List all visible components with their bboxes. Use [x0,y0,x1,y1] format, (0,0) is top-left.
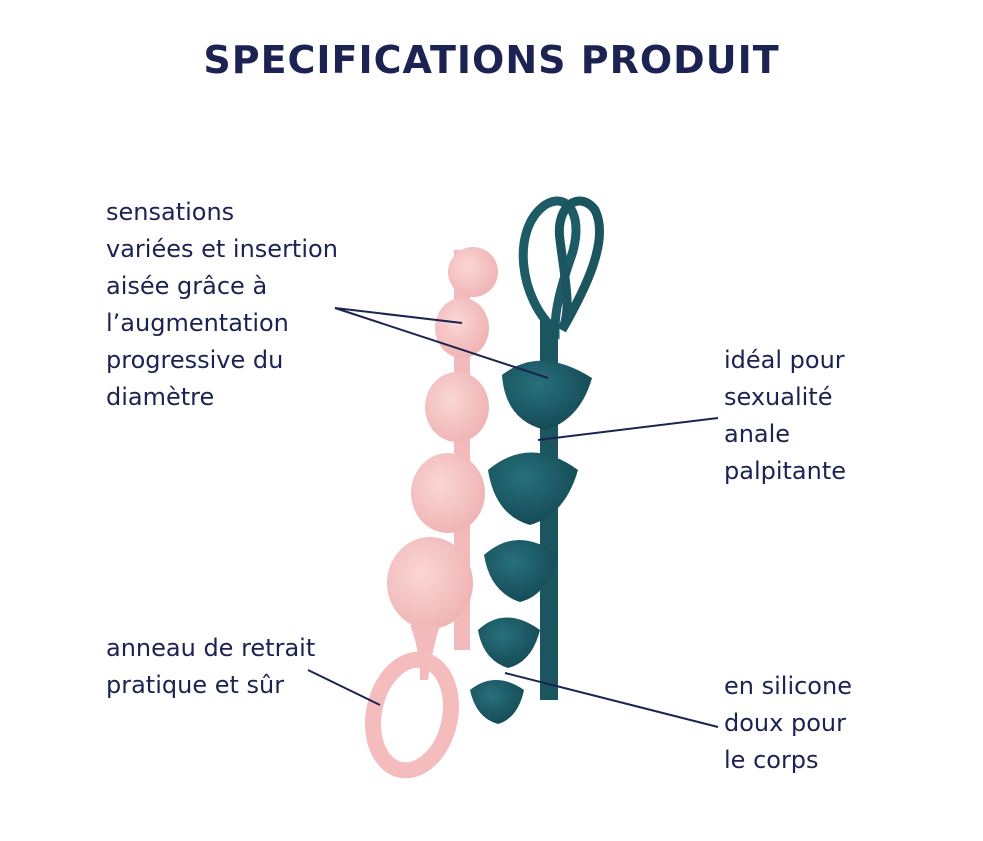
label-silicone: en silicone doux pour le corps [724,668,852,779]
label-line: palpitante [724,457,847,485]
label-line: doux pour [724,709,846,737]
label-line: progressive du [106,346,284,374]
callout-line-anneau [307,669,381,706]
teal-bead-1 [502,360,592,430]
label-line: variées et insertion [106,235,338,263]
label-sensations: sensations variées et insertion aisée gr… [106,194,338,416]
label-line: sensations [106,198,235,226]
pink-bead-1 [448,247,498,297]
label-line: diamètre [106,383,215,411]
teal-bead-2 [488,452,578,525]
teal-loop-2 [554,196,604,333]
pink-bead-4 [411,453,485,533]
teal-bead-4 [478,617,540,668]
label-line: pratique et sûr [106,671,285,699]
pink-beads [365,247,498,779]
label-line: le corps [724,746,819,774]
label-ideal: idéal pour sexualité anale palpitante [724,342,846,490]
label-anneau: anneau de retrait pratique et sûr [106,630,315,704]
label-line: idéal pour [724,346,845,374]
pink-bead-3 [425,372,489,442]
label-line: l’augmentation [106,309,289,337]
callout-line-silicone [504,672,719,728]
pink-ring [365,651,459,779]
callout-line-sensations-2 [334,307,549,379]
callout-line-sensations-1 [334,307,463,324]
callout-lines [307,307,719,728]
page-title: SPECIFICATIONS PRODUIT [203,38,780,82]
label-line: en silicone [724,672,852,700]
pink-bead-5 [387,537,473,629]
callout-line-ideal [537,417,719,441]
teal-bead-5 [470,680,524,724]
label-line: anneau de retrait [106,634,316,662]
teal-bead-3 [484,540,558,602]
pink-bead-2 [435,298,489,358]
teal-beads [470,196,604,724]
label-line: sexualité [724,383,833,411]
label-line: anale [724,420,791,448]
label-line: aisée grâce à [106,272,268,300]
